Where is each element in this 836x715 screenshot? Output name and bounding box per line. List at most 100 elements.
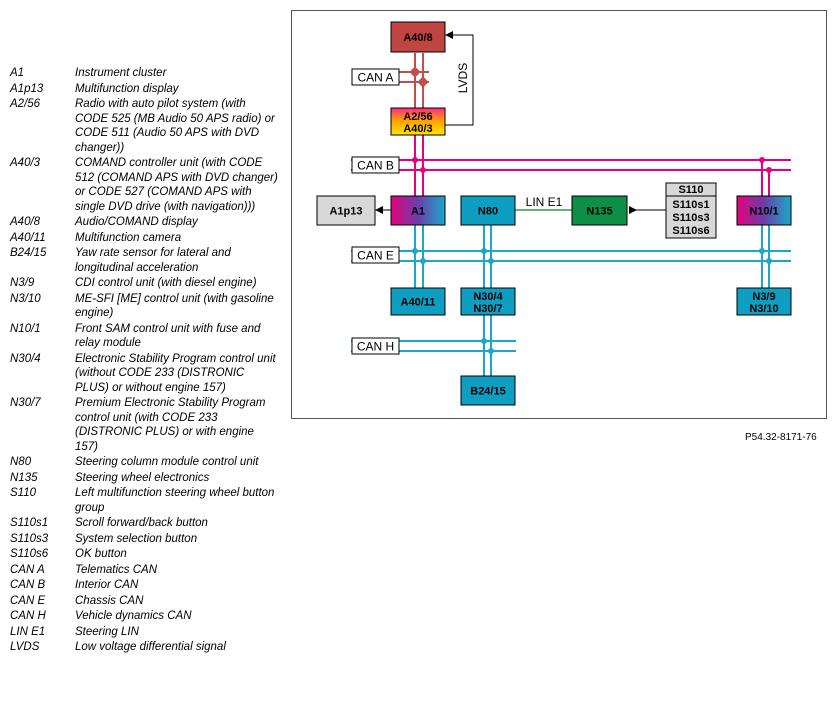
svg-text:N30/4: N30/4 <box>473 291 503 303</box>
box-s110: S110 S110s1 S110s3 S110s6 <box>665 182 717 239</box>
svg-text:N3/9: N3/9 <box>752 291 775 303</box>
can-h-label: CAN H <box>351 337 400 355</box>
legend-description: ME-SFI [ME] control unit (with gasoline … <box>75 292 274 320</box>
legend-code: A40/8 <box>10 216 41 228</box>
svg-text:A40/11: A40/11 <box>401 297 436 309</box>
box-n30-4-n30-7: N30/4 N30/7 <box>460 287 516 316</box>
legend-row: CAN H Vehicle dynamics CAN <box>10 609 280 624</box>
network-diagram: CAN A LVDS CAN B <box>316 21 792 406</box>
legend-code: N30/4 <box>10 352 41 365</box>
legend-row: N80 Steering column module control unit <box>10 455 280 470</box>
legend-row: S110s1 Scroll forward/back button <box>10 516 280 531</box>
legend-code: CAN A <box>10 563 45 576</box>
legend-row: CAN E Chassis CAN <box>10 594 280 609</box>
svg-text:B24/15: B24/15 <box>470 386 505 398</box>
legend-code: N30/7 <box>10 397 41 409</box>
legend-code: A40/11 <box>10 231 46 244</box>
can-e-label: CAN E <box>351 246 400 264</box>
legend-code: CAN B <box>10 579 46 591</box>
svg-text:N3/10: N3/10 <box>749 303 778 315</box>
legend-description: Interior CAN <box>75 579 139 591</box>
svg-text:A1: A1 <box>411 206 425 218</box>
legend-code: A1 <box>10 67 25 79</box>
legend-code: LIN E1 <box>10 625 46 638</box>
svg-text:S110: S110 <box>678 184 703 196</box>
legend-description: System selection button <box>75 532 198 545</box>
diagram-frame <box>291 10 827 419</box>
can-e-bus <box>351 225 791 288</box>
legend-description: Premium Electronic Stability Program con… <box>75 397 266 453</box>
legend-code: CAN H <box>10 610 46 622</box>
svg-text:LIN E1: LIN E1 <box>526 195 563 209</box>
legend-description: Steering LIN <box>75 625 139 638</box>
legend-row: A40/8 Audio/COMAND display <box>10 215 280 230</box>
legend-description: Telematics CAN <box>75 563 158 576</box>
can-b-bus <box>351 135 791 196</box>
box-n10-1: N10/1 <box>736 195 792 226</box>
box-n80: N80 <box>460 195 516 226</box>
legend-code: N135 <box>10 471 38 484</box>
lvds-link: LVDS <box>440 31 474 126</box>
legend-code: A40/3 <box>10 157 41 169</box>
svg-text:CAN E: CAN E <box>357 249 394 263</box>
box-a2-56-a40-3: A2/56 A40/3 <box>390 107 446 136</box>
legend-code: N80 <box>10 456 32 468</box>
svg-text:N10/1: N10/1 <box>749 206 778 218</box>
svg-text:CAN H: CAN H <box>357 340 394 354</box>
svg-text:S110s3: S110s3 <box>672 212 709 224</box>
legend-row: N30/7 Premium Electronic Stability Progra… <box>10 396 280 454</box>
box-a40-11: A40/11 <box>390 287 446 316</box>
legend-description: Steering column module control unit <box>75 456 259 468</box>
svg-text:LVDS: LVDS <box>456 63 470 93</box>
legend-row: CAN A Telematics CAN <box>10 563 280 578</box>
legend-code: N3/9 <box>10 277 35 289</box>
legend-description: Vehicle dynamics CAN <box>75 610 192 622</box>
legend-code: S110 <box>10 487 37 499</box>
legend-row: S110s6 OK button <box>10 547 280 562</box>
legend-description: Multifunction display <box>75 82 179 95</box>
legend-code: A1p13 <box>10 82 44 95</box>
legend-code: A2/56 <box>10 98 41 110</box>
legend-description: Left multifunction steering wheel button… <box>75 487 275 514</box>
legend-description: Yaw rate sensor for lateral and longitud… <box>75 247 231 274</box>
legend-code: N3/10 <box>10 292 41 305</box>
legend-code: S110s1 <box>10 517 49 529</box>
legend-description: Electronic Stability Program control uni… <box>75 352 276 394</box>
legend-code: S110s3 <box>10 532 49 545</box>
svg-text:N80: N80 <box>478 206 498 218</box>
svg-text:A40/8: A40/8 <box>403 32 432 44</box>
legend-code: B24/15 <box>10 247 47 259</box>
box-a40-8: A40/8 <box>390 21 446 53</box>
legend-row: A40/11 Multifunction camera <box>10 231 280 246</box>
legend-description: Radio with auto pilot system (with CODE … <box>75 98 275 154</box>
figure-reference: P54.32-8171-76 <box>745 432 817 443</box>
legend-row: B24/15 Yaw rate sensor for lateral and lo… <box>10 246 280 275</box>
legend-code: S110s6 <box>10 548 49 560</box>
box-a1: A1 <box>390 195 446 226</box>
legend-code: N10/1 <box>10 322 41 335</box>
svg-text:CAN A: CAN A <box>357 71 393 85</box>
legend-row: CAN B Interior CAN <box>10 578 280 593</box>
svg-text:CAN B: CAN B <box>357 159 394 173</box>
legend-description: OK button <box>75 548 127 560</box>
legend-code: LVDS <box>10 641 40 653</box>
svg-text:N30/7: N30/7 <box>473 303 502 315</box>
lin-e1-link: LIN E1 <box>515 195 572 211</box>
legend-description: Chassis CAN <box>75 594 144 607</box>
legend-description: Audio/COMAND display <box>75 216 198 228</box>
svg-text:A2/56: A2/56 <box>403 111 432 123</box>
svg-text:N135: N135 <box>586 206 612 218</box>
legend-description: Low voltage differential signal <box>75 641 226 653</box>
legend-description: Scroll forward/back button <box>75 517 208 529</box>
box-a1p13: A1p13 <box>316 195 376 226</box>
legend-description: Instrument cluster <box>75 67 167 79</box>
legend-row: A2/56 Radio with auto pilot system (with … <box>10 97 280 155</box>
box-n135: N135 <box>571 195 628 226</box>
legend-code: CAN E <box>10 594 46 607</box>
svg-text:A1p13: A1p13 <box>329 206 362 218</box>
legend-description: Multifunction camera <box>75 231 182 244</box>
legend-row: A1p13 Multifunction display <box>10 82 280 97</box>
legend-row: N30/4 Electronic Stability Program contro… <box>10 352 280 396</box>
